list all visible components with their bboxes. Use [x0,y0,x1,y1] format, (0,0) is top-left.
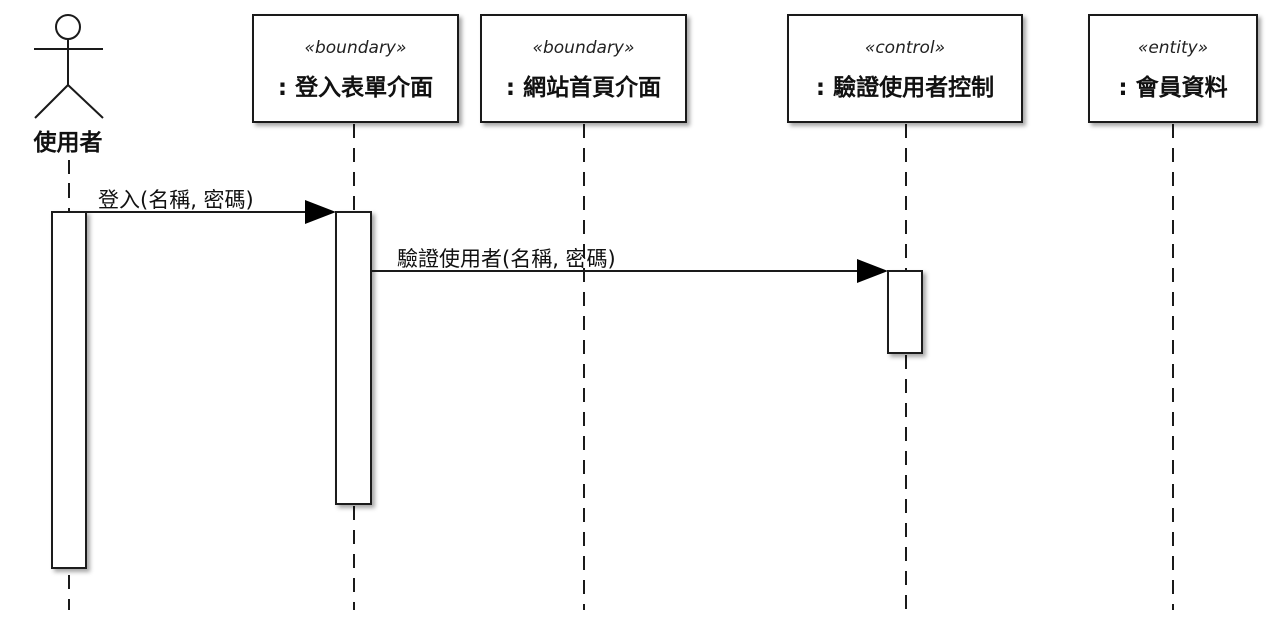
participant-stereotype: «boundary» [532,38,635,58]
actor-figure [34,14,104,119]
participant-homepage: «boundary» : 網站首頁介面 [480,14,687,123]
activation-verify-control [887,270,923,354]
message-arrow-verify [371,259,888,283]
participant-verify-control: «control» : 驗證使用者控制 [787,14,1023,123]
participant-stereotype: «entity» [1137,38,1209,58]
participant-name: : 會員資料 [1118,75,1228,101]
actor-left-leg [34,84,69,119]
participant-member-data: «entity» : 會員資料 [1088,14,1258,123]
participant-name: : 網站首頁介面 [505,75,662,101]
actor-right-leg [67,84,104,119]
participant-login-form: «boundary» : 登入表單介面 [252,14,459,123]
message-label-verify: 驗證使用者(名稱, 密碼) [397,247,616,271]
participant-name: : 登入表單介面 [277,75,434,101]
participant-stereotype: «control» [864,38,946,58]
activation-actor [51,211,87,569]
message-arrow-login [86,200,336,224]
participant-name: : 驗證使用者控制 [815,75,995,101]
participant-stereotype: «boundary» [304,38,407,58]
actor-head [55,14,81,40]
actor-label: 使用者 [33,130,103,156]
activation-login-form [335,211,372,505]
message-label-login: 登入(名稱, 密碼) [98,188,254,212]
